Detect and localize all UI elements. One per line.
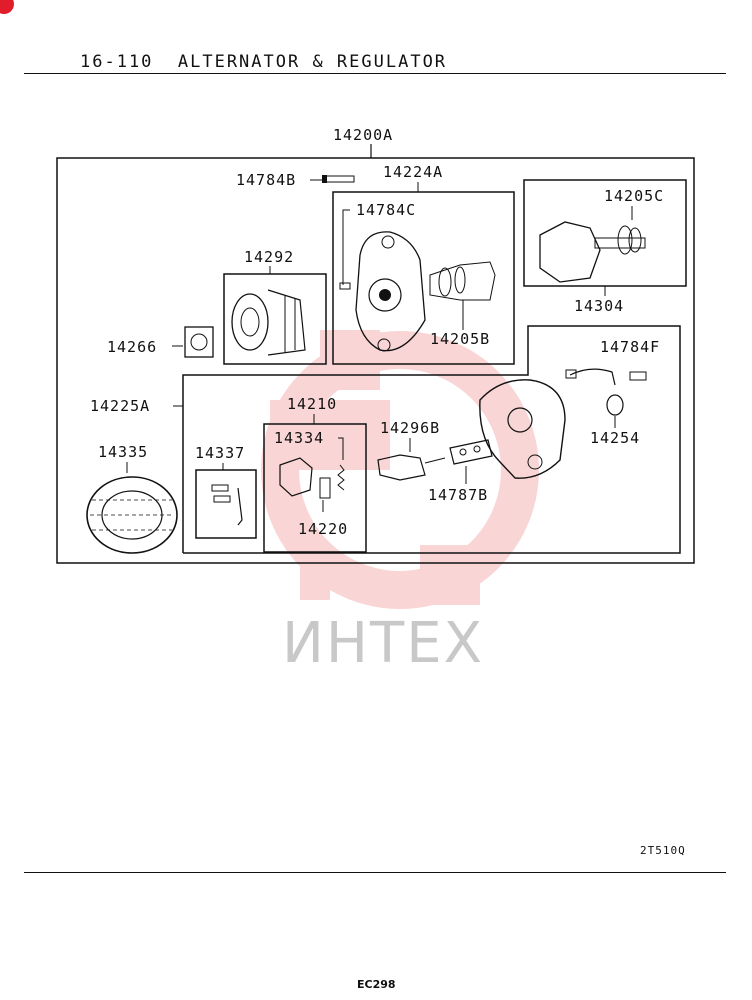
watermark-logo [261,330,539,609]
part-label-14205b: 14205B [430,330,490,348]
part-label-14205c: 14205C [604,187,664,205]
part-label-14787b: 14787B [428,486,488,504]
pulley-fan [231,289,306,356]
footer-rule [24,872,726,873]
part-label-14296b: 14296B [380,419,440,437]
part-label-14224a: 14224A [383,163,443,181]
part-label-14784b: 14784B [236,171,296,189]
terminal-wire [565,368,647,416]
assembly-box-14200a [56,157,695,564]
bolt-set-14337 [211,484,243,526]
corner-badge [0,0,14,14]
watermark-text: ИНТЕХ [282,611,484,676]
assembly-box-14224a [332,191,515,365]
assembly-box-14225a [182,325,681,554]
part-label-14784f: 14784F [600,338,660,356]
insulator-14787b [449,439,493,465]
assembly-box-14210 [263,423,367,553]
stator [86,476,178,554]
page-title: 16-110 ALTERNATOR & REGULATOR [80,52,448,72]
spacer-14266 [184,326,214,358]
part-label-14266: 14266 [107,338,157,356]
brush-plate [377,454,446,481]
part-label-14335: 14335 [98,443,148,461]
part-label-14337: 14337 [195,444,245,462]
bolt-14784b [322,175,355,183]
part-label-14304: 14304 [574,297,624,315]
page-reference: EC298 [357,978,396,991]
front-housing [339,231,496,352]
part-label-14200a: 14200A [333,126,393,144]
part-label-14784c: 14784C [356,201,416,219]
regulator-brush-holder [279,457,345,499]
part-label-14210: 14210 [287,395,337,413]
part-label-14292: 14292 [244,248,294,266]
part-label-14220: 14220 [298,520,348,538]
part-label-14225a: 14225A [90,397,150,415]
part-label-14254: 14254 [590,429,640,447]
assembly-box-14292 [223,273,327,365]
header-rule [24,73,726,74]
diagram-code: 2T510Q [640,844,686,857]
rear-housing [479,379,566,479]
assembly-box-14337 [195,469,257,539]
part-label-14334: 14334 [274,429,324,447]
rotor [539,221,646,283]
